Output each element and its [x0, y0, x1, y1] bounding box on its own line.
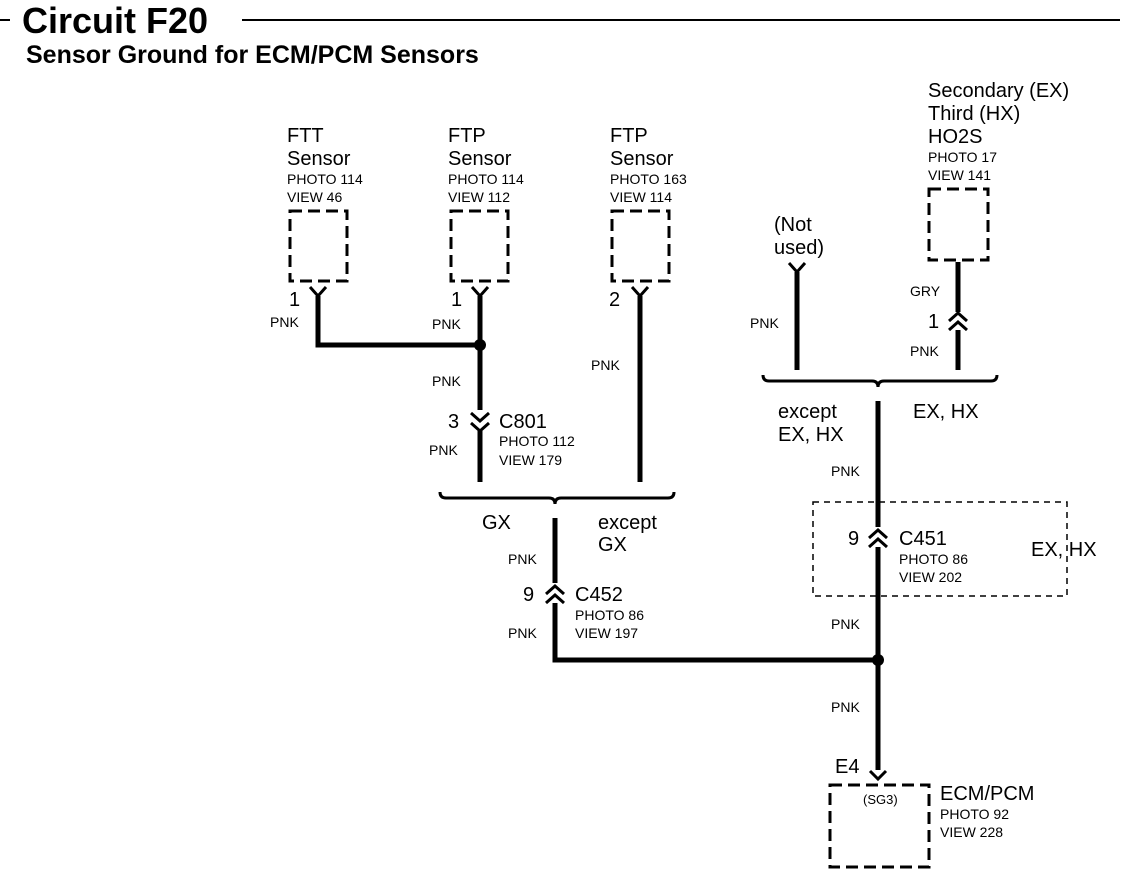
ftt-sensor-wire-color: PNK	[270, 314, 299, 330]
ftp-sensor-1-label-2: Sensor	[448, 148, 512, 170]
ftp-sensor-1: FTP Sensor PHOTO 114 VIEW 112 1 PNK	[432, 125, 524, 332]
ftp-sensor-2: FTP Sensor PHOTO 163 VIEW 114 2 PNK	[591, 125, 687, 373]
ho2s-box	[927, 187, 990, 262]
ftt-sensor: FTT Sensor PHOTO 114 VIEW 46 1 PNK	[270, 125, 363, 330]
ftt-sensor-terminal-icon	[308, 286, 328, 299]
ftp-sensor-1-photo: PHOTO 114	[448, 171, 524, 187]
c451-wire-color-bottom: PNK	[831, 616, 860, 632]
ecm-pcm: E4 (SG3) ECM/PCM PHOTO 92 VIEW 228	[828, 756, 1034, 869]
left-wiring: PNK 3 C801 PHOTO 112 VIEW 179 PNK GX exc…	[315, 296, 878, 663]
ho2s-wire-color-top: GRY	[910, 283, 941, 299]
ftp-sensor-2-box	[610, 209, 671, 283]
c452-wire-color-bottom: PNK	[508, 625, 537, 641]
gx-ground-wire-lower	[552, 603, 878, 663]
ho2s-wire-color-bottom: PNK	[910, 343, 939, 359]
right-wiring: except EX, HX EX, HX PNK EX, HX 9 C451 P…	[761, 374, 1097, 770]
ho2s-label-1: Secondary (EX)	[928, 80, 1069, 102]
ftt-sensor-box	[288, 209, 349, 283]
c451-photo: PHOTO 86	[899, 551, 968, 567]
ftt-sensor-view: VIEW 46	[287, 189, 342, 205]
branch-gx-label: GX	[482, 512, 511, 534]
ho2s-photo: PHOTO 17	[928, 149, 997, 165]
ftt-sensor-photo: PHOTO 114	[287, 171, 363, 187]
ecm-pin: E4	[835, 756, 859, 778]
ecm-photo: PHOTO 92	[940, 806, 1009, 822]
ftp-sensor-1-view: VIEW 112	[448, 189, 510, 205]
not-used-label-1: (Not	[774, 214, 812, 236]
c452-wire-color-top: PNK	[508, 551, 537, 567]
ecm-view: VIEW 228	[940, 824, 1003, 840]
c801-photo: PHOTO 112	[499, 433, 575, 449]
header: Circuit F20 Sensor Ground for ECM/PCM Se…	[0, 0, 1120, 69]
c451-pin: 9	[848, 528, 859, 550]
diagram-subtitle: Sensor Ground for ECM/PCM Sensors	[26, 41, 479, 69]
c452-name: C452	[575, 584, 623, 606]
ftp-sensor-1-wire-color: PNK	[432, 316, 461, 332]
ftt-sensor-label-2: Sensor	[287, 148, 351, 170]
ecm-terminal-icon	[868, 769, 888, 782]
ho2s-label-3: HO2S	[928, 126, 982, 148]
ecm-name: ECM/PCM	[940, 783, 1034, 805]
c451-view: VIEW 202	[899, 569, 962, 585]
left-branch-brace	[438, 491, 676, 505]
c452-pin: 9	[523, 584, 534, 606]
c452-connector-icon	[545, 583, 565, 605]
ho2s-sensor: Secondary (EX) Third (HX) HO2S PHOTO 17 …	[910, 80, 1069, 370]
ho2s-view: VIEW 141	[928, 167, 991, 183]
c451-connector-icon	[868, 527, 888, 549]
c801-view: VIEW 179	[499, 452, 562, 468]
c801-pin: 3	[448, 411, 459, 433]
right-branch-brace	[761, 374, 999, 388]
ftt-sensor-pin: 1	[289, 289, 300, 311]
not-used-label-2: used)	[774, 237, 824, 259]
ecm-wire-color: PNK	[831, 699, 860, 715]
ho2s-pin: 1	[928, 311, 939, 333]
c451-wire-color-top: PNK	[831, 463, 860, 479]
branch-except-gx-label-2: GX	[598, 534, 627, 556]
ftt-sensor-label-1: FTT	[287, 125, 324, 147]
ftp-sensor-2-terminal-icon	[630, 286, 650, 299]
ftp-sensor-1-label-1: FTP	[448, 125, 486, 147]
diagram-title: Circuit F20	[22, 0, 208, 41]
ecm-signal: (SG3)	[863, 792, 898, 807]
c801-wire-color-top: PNK	[432, 373, 461, 389]
ftp-sensor-2-label-1: FTP	[610, 125, 648, 147]
not-used-wire-color: PNK	[750, 315, 779, 331]
ftp-sensor-2-label-2: Sensor	[610, 148, 674, 170]
c801-connector-icon	[470, 411, 490, 434]
ho2s-label-2: Third (HX)	[928, 103, 1020, 125]
c451-option-label: EX, HX	[1031, 539, 1097, 561]
not-used-branch: (Not used) PNK	[750, 214, 824, 370]
branch-except-exhx-label-1: except	[778, 401, 837, 423]
ftp-sensor-1-box	[449, 209, 510, 283]
ftp-sensor-1-terminal-icon	[470, 286, 490, 299]
ho2s-connector-icon	[948, 310, 968, 332]
not-used-terminal-icon	[787, 262, 807, 275]
ftp-sensor-2-pin: 2	[609, 289, 620, 311]
c801-name: C801	[499, 411, 547, 433]
branch-exhx-label: EX, HX	[913, 401, 979, 423]
ftt-ground-wire	[315, 296, 480, 348]
branch-except-exhx-label-2: EX, HX	[778, 424, 844, 446]
branch-except-gx-label-1: except	[598, 512, 657, 534]
c452-view: VIEW 197	[575, 625, 638, 641]
c801-wire-color-bottom: PNK	[429, 442, 458, 458]
c451-option-box	[812, 501, 1068, 597]
ftp-sensor-1-pin: 1	[451, 289, 462, 311]
ftp-sensor-2-wire-color: PNK	[591, 357, 620, 373]
ftp-sensor-2-view: VIEW 114	[610, 189, 672, 205]
c451-name: C451	[899, 528, 947, 550]
c452-photo: PHOTO 86	[575, 607, 644, 623]
ftp-sensor-2-photo: PHOTO 163	[610, 171, 687, 187]
